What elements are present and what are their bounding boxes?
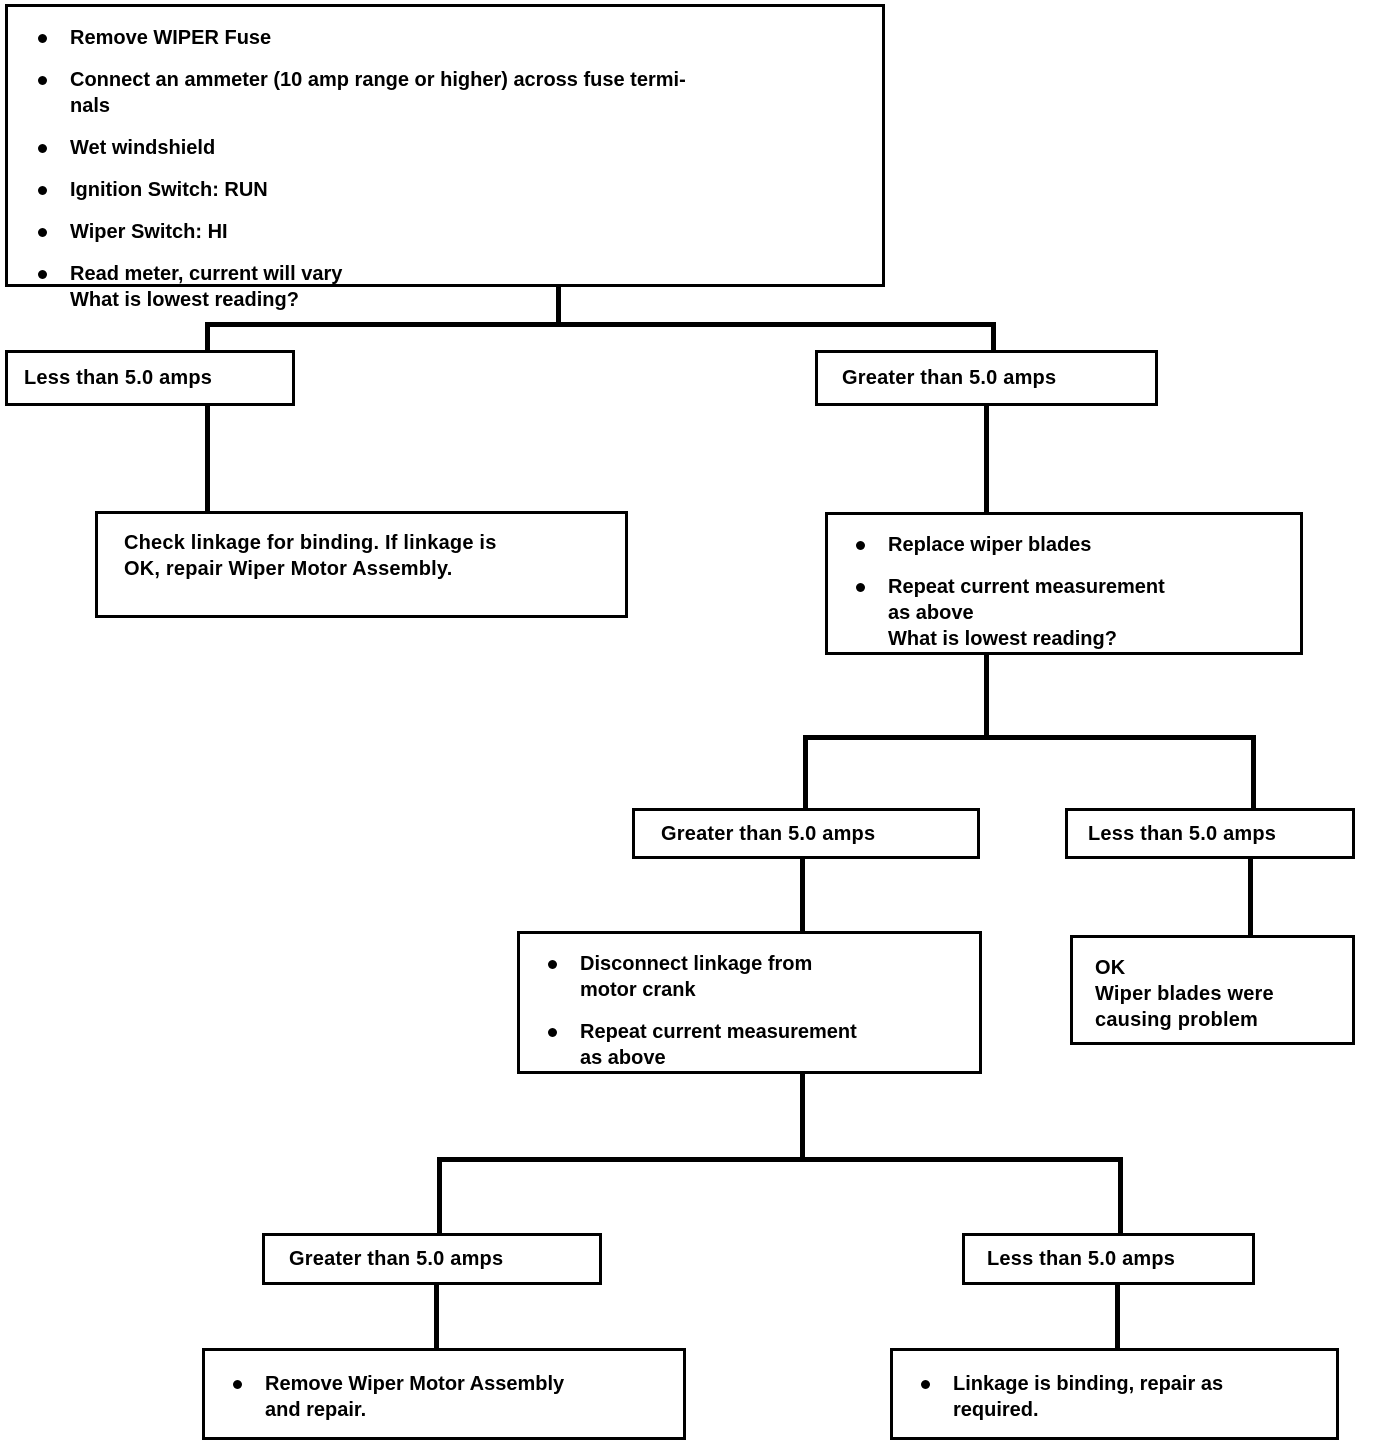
remove-motor-bullet-list: Remove Wiper Motor Assembly and repair. bbox=[225, 1371, 667, 1423]
replace-blades-bullet-list: Replace wiper blades Repeat current meas… bbox=[848, 532, 1284, 652]
initial-test-bullet-list: Remove WIPER Fuse Connect an ammeter (10… bbox=[30, 25, 864, 313]
branch-label: Greater than 5.0 amps bbox=[289, 1248, 504, 1270]
node-text: Check linkage for binding. If linkage is… bbox=[124, 532, 497, 580]
connector-branch1-left-down bbox=[205, 322, 210, 352]
connector-less2-to-ok-result bbox=[1248, 858, 1253, 937]
bullet-dot-icon bbox=[548, 1028, 557, 1037]
node-branch3-greater-than: Greater than 5.0 amps bbox=[262, 1233, 602, 1285]
branch-label: Less than 5.0 amps bbox=[24, 367, 213, 389]
node-branch1-less-than: Less than 5.0 amps bbox=[5, 350, 295, 406]
node-branch2-greater-than: Greater than 5.0 amps bbox=[632, 808, 980, 859]
list-item-text: Wet windshield bbox=[70, 137, 216, 159]
list-item: Repeat current measurement as above bbox=[540, 1019, 963, 1071]
list-item: Replace wiper blades bbox=[848, 532, 1284, 558]
node-disconnect-linkage: Disconnect linkage from motor crank Repe… bbox=[517, 931, 982, 1074]
node-branch1-greater-than: Greater than 5.0 amps bbox=[815, 350, 1158, 406]
list-item: Repeat current measurement as above What… bbox=[848, 574, 1284, 652]
connector-branch1-bar bbox=[205, 322, 996, 327]
node-initial-test-procedure: Remove WIPER Fuse Connect an ammeter (10… bbox=[5, 4, 885, 311]
list-item: Wiper Switch: HI bbox=[30, 219, 864, 245]
node-remove-wiper-motor: Remove Wiper Motor Assembly and repair. bbox=[202, 1348, 686, 1440]
connector-branch2-left-down bbox=[803, 735, 808, 810]
list-item: Wet windshield bbox=[30, 135, 864, 161]
list-item: Ignition Switch: RUN bbox=[30, 177, 864, 203]
bullet-dot-icon bbox=[38, 270, 47, 279]
bullet-dot-icon bbox=[856, 583, 865, 592]
node-replace-wiper-blades: Replace wiper blades Repeat current meas… bbox=[825, 512, 1303, 655]
list-item-text: Connect an ammeter (10 amp range or high… bbox=[70, 69, 686, 117]
connector-greater1-to-replace-blades bbox=[984, 405, 989, 515]
bullet-dot-icon bbox=[548, 960, 557, 969]
list-item-text: Read meter, current will vary What is lo… bbox=[70, 263, 343, 311]
bullet-dot-icon bbox=[38, 186, 47, 195]
list-item-text: Repeat current measurement as above What… bbox=[888, 576, 1165, 650]
node-check-linkage: Check linkage for binding. If linkage is… bbox=[95, 511, 628, 618]
connector-replace-blades-down bbox=[984, 655, 989, 738]
bullet-dot-icon bbox=[38, 34, 47, 43]
list-item: Linkage is binding, repair as required. bbox=[913, 1371, 1320, 1423]
linkage-binding-bullet-list: Linkage is binding, repair as required. bbox=[913, 1371, 1320, 1423]
node-text: OK Wiper blades were causing problem bbox=[1095, 957, 1274, 1031]
connector-branch3-left-down bbox=[437, 1157, 442, 1235]
branch-label: Greater than 5.0 amps bbox=[661, 822, 876, 845]
node-branch3-less-than: Less than 5.0 amps bbox=[962, 1233, 1255, 1285]
list-item: Disconnect linkage from motor crank bbox=[540, 951, 963, 1003]
bullet-dot-icon bbox=[38, 228, 47, 237]
connector-greater3-to-remove-motor bbox=[434, 1285, 439, 1350]
branch-label: Greater than 5.0 amps bbox=[842, 367, 1057, 389]
connector-less3-to-linkage-binding bbox=[1115, 1285, 1120, 1350]
list-item: Remove WIPER Fuse bbox=[30, 25, 864, 51]
branch-label: Less than 5.0 amps bbox=[987, 1248, 1176, 1270]
list-item-text: Wiper Switch: HI bbox=[70, 221, 228, 243]
list-item-text: Remove Wiper Motor Assembly and repair. bbox=[265, 1373, 565, 1421]
bullet-dot-icon bbox=[38, 76, 47, 85]
bullet-dot-icon bbox=[233, 1380, 242, 1389]
list-item: Remove Wiper Motor Assembly and repair. bbox=[225, 1371, 667, 1423]
connector-branch3-bar bbox=[437, 1157, 1123, 1162]
connector-start-down bbox=[556, 286, 561, 324]
node-ok-result: OK Wiper blades were causing problem bbox=[1070, 935, 1355, 1045]
list-item-text: Linkage is binding, repair as required. bbox=[953, 1373, 1224, 1421]
list-item-text: Replace wiper blades bbox=[888, 534, 1092, 556]
disconnect-linkage-bullet-list: Disconnect linkage from motor crank Repe… bbox=[540, 951, 963, 1071]
connector-branch2-right-down bbox=[1251, 735, 1256, 810]
bullet-dot-icon bbox=[921, 1380, 930, 1389]
connector-branch1-right-down bbox=[991, 322, 996, 352]
list-item-text: Disconnect linkage from motor crank bbox=[580, 953, 813, 1001]
branch-label: Less than 5.0 amps bbox=[1088, 822, 1277, 845]
bullet-dot-icon bbox=[38, 144, 47, 153]
connector-disconnect-linkage-down bbox=[800, 1074, 805, 1160]
node-branch2-less-than: Less than 5.0 amps bbox=[1065, 808, 1355, 859]
connector-branch2-bar bbox=[803, 735, 1256, 740]
bullet-dot-icon bbox=[856, 541, 865, 550]
list-item-text: Remove WIPER Fuse bbox=[70, 27, 272, 49]
list-item-text: Repeat current measurement as above bbox=[580, 1021, 857, 1069]
node-linkage-binding: Linkage is binding, repair as required. bbox=[890, 1348, 1339, 1440]
connector-greater2-to-disconnect-linkage bbox=[800, 858, 805, 934]
list-item: Connect an ammeter (10 amp range or high… bbox=[30, 67, 864, 119]
connector-branch3-right-down bbox=[1118, 1157, 1123, 1235]
connector-less1-to-check-linkage bbox=[205, 405, 210, 513]
list-item-text: Ignition Switch: RUN bbox=[70, 179, 268, 201]
list-item: Read meter, current will vary What is lo… bbox=[30, 261, 864, 313]
